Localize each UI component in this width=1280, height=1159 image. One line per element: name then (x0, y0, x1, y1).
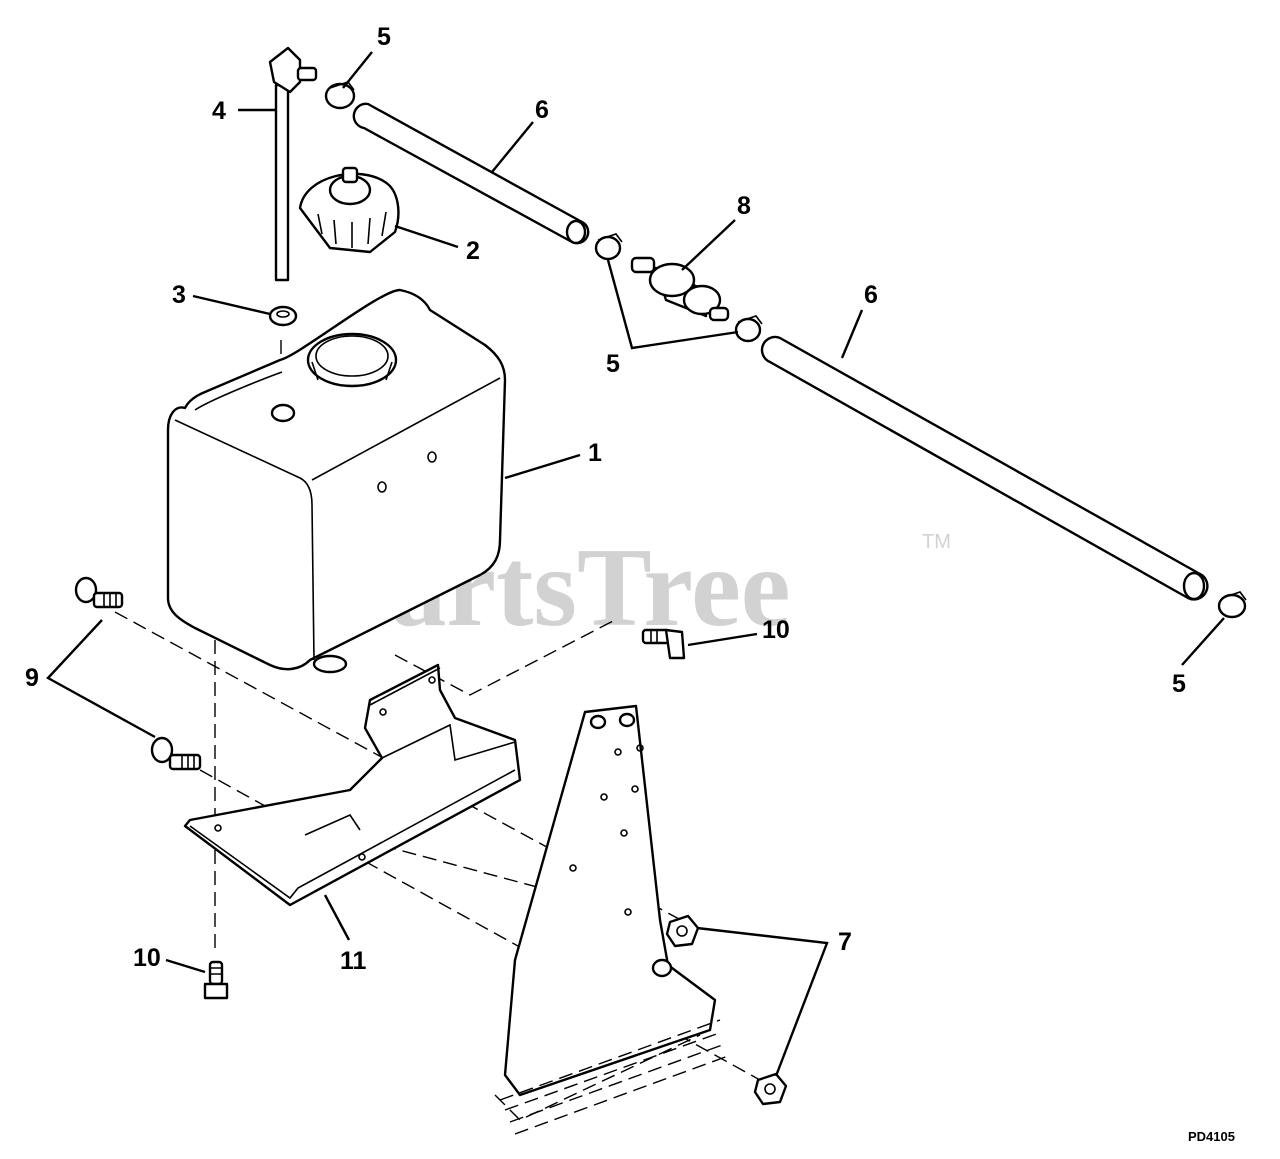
part-6-fuel-hose-upper (352, 102, 590, 245)
part-1-fuel-tank (166, 288, 507, 674)
callout-7: 7 (838, 928, 852, 956)
part-10-screw-bottom (203, 960, 229, 1000)
watermark-trademark: TM (922, 531, 951, 553)
callout-10-bottom: 10 (133, 944, 161, 972)
part-7-nut-lower (753, 1072, 788, 1106)
callout-1: 1 (588, 439, 602, 467)
part-4-vent-tube (268, 46, 318, 282)
part-3-grommet (268, 305, 298, 327)
callout-6-lower: 6 (864, 281, 878, 309)
callout-5-right: 5 (1172, 670, 1186, 698)
part-6-fuel-hose-lower (760, 335, 1209, 601)
part-5-hose-clamp-mid (734, 315, 763, 343)
part-9-bolt-lower (150, 736, 202, 771)
callout-2: 2 (466, 237, 480, 265)
callout-5-middle: 5 (606, 350, 620, 378)
part-10-screw-right (641, 628, 686, 660)
callout-11: 11 (340, 947, 367, 975)
part-8-fuel-filter (630, 256, 730, 322)
callout-10-right: 10 (762, 616, 790, 644)
callout-8: 8 (737, 192, 751, 220)
callout-5-top: 5 (377, 23, 391, 51)
part-5-hose-clamp-top (324, 81, 356, 110)
part-7-nut-upper (665, 914, 700, 948)
part-2-fuel-cap (298, 166, 400, 254)
part-9-bolt-upper (74, 576, 124, 609)
drawing-code: PD4105 (1188, 1129, 1235, 1144)
callout-3: 3 (172, 281, 186, 309)
leader-lines (46, 51, 1225, 1077)
part-5-hose-clamp-right (1217, 591, 1247, 619)
callout-labels: 1 2 3 4 5 5 5 6 6 7 8 9 10 10 11 (25, 23, 1186, 975)
callout-4: 4 (212, 97, 226, 125)
mounting-bracket (499, 704, 729, 1135)
part-11-mounting-tray (183, 663, 522, 907)
callout-6-upper: 6 (535, 96, 549, 124)
part-5-hose-clamp-left (594, 233, 623, 261)
callout-9: 9 (25, 664, 39, 692)
